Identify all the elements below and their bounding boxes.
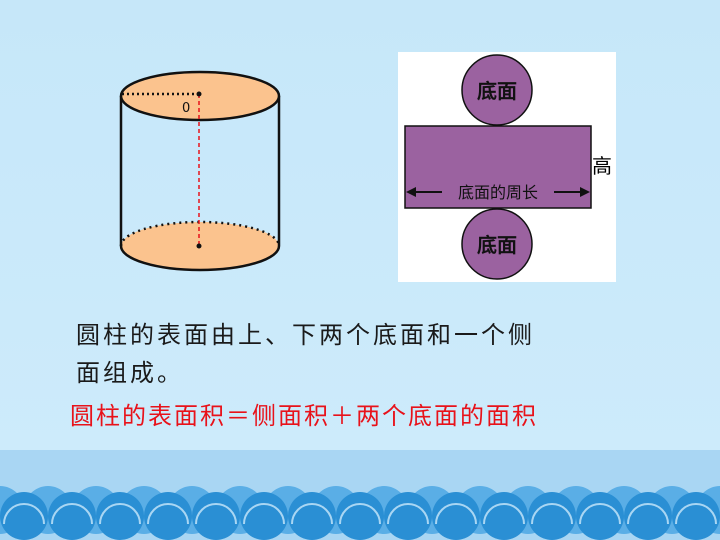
lateral-rectangle: [404, 125, 592, 209]
arrow-right-head: [580, 187, 590, 197]
description-text: 圆柱的表面由上、下两个底面和一个侧 面组成。: [76, 316, 636, 392]
wave-arcs: [3, 503, 717, 525]
top-base-label: 底面: [477, 79, 517, 103]
bottom-center-dot: [196, 243, 202, 249]
circumference-label: 底面的周长: [458, 183, 538, 202]
top-center-dot: [196, 91, 202, 97]
description-line-2: 面组成。: [76, 359, 184, 387]
bottom-base-label: 底面: [477, 233, 517, 257]
wave-row-front: [0, 492, 720, 540]
description-line-1: 圆柱的表面由上、下两个底面和一个侧: [76, 321, 535, 349]
wave-decoration: [0, 486, 720, 540]
height-label: 高: [592, 154, 612, 178]
bottom-base-circle: [461, 208, 533, 280]
cylinder-net-figure: 底面 底面的周长 底面: [404, 54, 592, 280]
arrow-left-head: [406, 187, 416, 197]
cylinder-figure: 0: [119, 70, 281, 272]
center-label: 0: [182, 101, 190, 116]
top-base-circle: [461, 54, 533, 126]
surface-area-formula: 圆柱的表面积＝侧面积＋两个底面的面积: [70, 402, 538, 430]
cylinder-bottom-front-edge: [119, 245, 281, 272]
